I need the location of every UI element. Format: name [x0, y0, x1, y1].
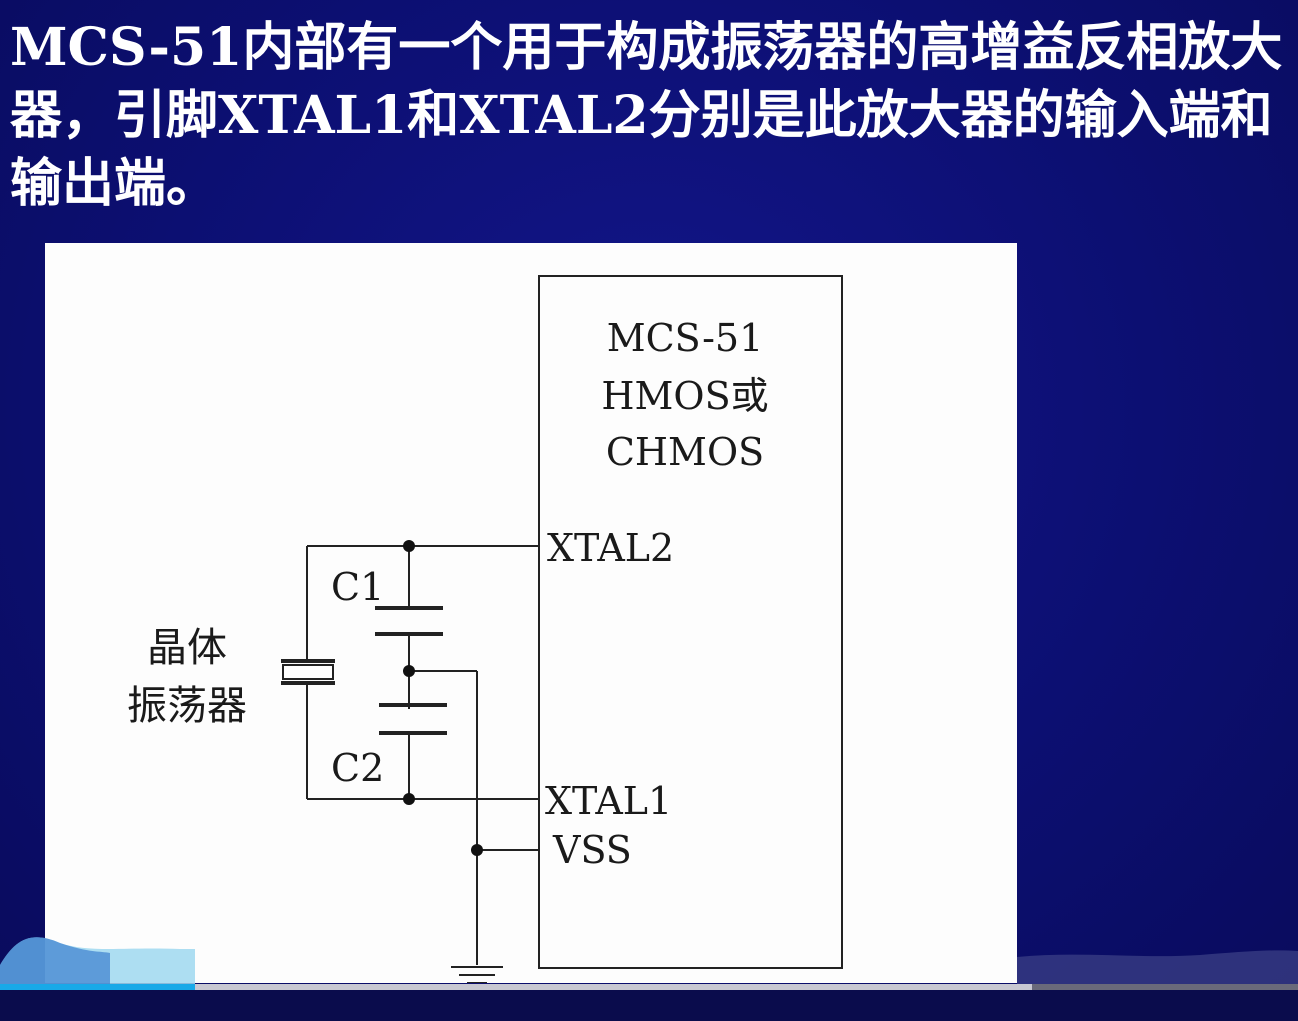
- crystal-label-line1: 晶体: [147, 625, 227, 671]
- pin-vss-label: VSS: [552, 828, 632, 872]
- video-buffer-bar: [0, 984, 1032, 990]
- chip-label-line3: CHMOS: [606, 430, 764, 474]
- junction-dot-xtal2: [403, 540, 415, 552]
- chip-label-line2: HMOS或: [601, 374, 768, 418]
- circuit-diagram-panel: MCS-51 HMOS或 CHMOS XTAL2 XTAL1 VSS C1 C2…: [45, 243, 1017, 983]
- junction-dot-vss: [471, 844, 483, 856]
- player-wave-overlay: [0, 937, 1298, 985]
- slide-paragraph: MCS-51内部有一个用于构成振荡器的高增益反相放大器，引脚XTAL1和XTAL…: [10, 17, 1283, 214]
- crystal-icon: [282, 664, 334, 680]
- cap-c1-label: C1: [331, 565, 384, 609]
- crystal-label-line2: 振荡器: [127, 683, 247, 729]
- video-progress-fill: [0, 984, 195, 990]
- chip-label-line1: MCS-51: [607, 316, 764, 360]
- circuit-diagram: MCS-51 HMOS或 CHMOS XTAL2 XTAL1 VSS C1 C2…: [127, 275, 843, 983]
- junction-dot-xtal1: [403, 793, 415, 805]
- chip-box: [538, 275, 843, 969]
- pin-xtal1-label: XTAL1: [545, 779, 672, 823]
- player-bottom-bar: [0, 990, 1298, 1021]
- cap-c2-label: C2: [331, 746, 384, 790]
- junction-dot-mid: [403, 665, 415, 677]
- ground-icon: [451, 966, 503, 983]
- video-progress-bar[interactable]: [0, 984, 1298, 990]
- pin-xtal2-label: XTAL2: [547, 526, 674, 570]
